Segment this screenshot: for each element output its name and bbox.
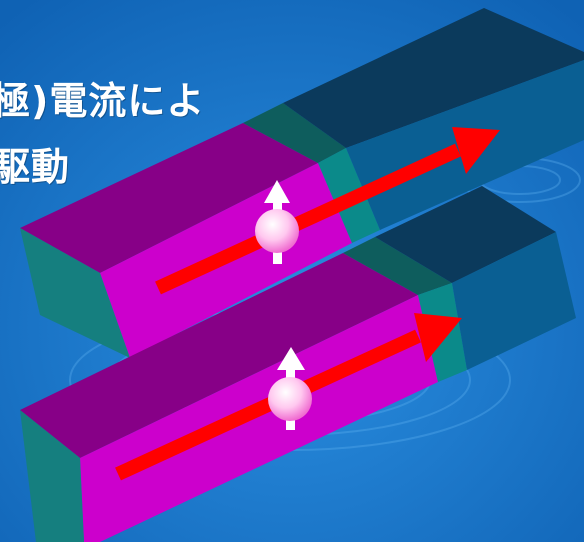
upper-wire-magenta-top	[20, 123, 318, 273]
upper-wire-blue-top	[283, 8, 584, 148]
lower-current-arrow	[115, 313, 462, 481]
lower-wire-magenta-side	[80, 295, 438, 542]
title-line-2: 駆動	[0, 145, 71, 189]
title-line-1: 極)電流によ	[0, 79, 206, 123]
lower-wire-end-face	[20, 410, 84, 542]
upper-wire-teal-top	[243, 103, 346, 163]
lower-wire-blue-top	[375, 186, 556, 283]
lower-wire	[20, 186, 576, 542]
lower-electron-sphere	[268, 377, 312, 421]
upper-wire	[20, 8, 584, 358]
upper-wire-end-face	[20, 228, 130, 358]
lower-wire-teal-top	[343, 237, 452, 295]
upper-electron-sphere	[255, 209, 299, 253]
upper-current-arrow	[155, 127, 500, 295]
lower-wire-blue-side	[452, 232, 576, 370]
lower-wire-magenta-top	[20, 253, 418, 458]
